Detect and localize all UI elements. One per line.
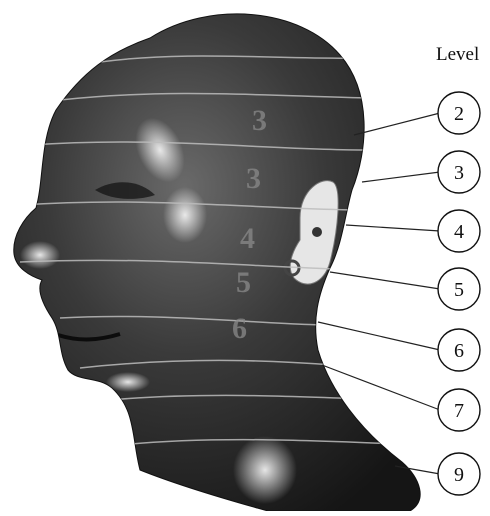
- head-level-number: 3: [246, 162, 261, 195]
- level-circle-label: 7: [454, 400, 464, 422]
- level-circle-label: 9: [454, 464, 464, 486]
- ear-canal: [312, 227, 322, 237]
- head-level-number: 5: [236, 266, 251, 299]
- level-legend: 2 3 4 5 6 7 9: [438, 92, 480, 495]
- level-circle-label: 4: [454, 221, 464, 243]
- cheek-highlight: [163, 187, 207, 243]
- level-circle-label: 5: [454, 279, 464, 301]
- head-level-number: 6: [232, 312, 247, 345]
- legend-title: Level: [436, 44, 479, 66]
- level-circle-label: 2: [454, 103, 464, 125]
- head-silhouette: [14, 14, 420, 511]
- nose-highlight: [20, 241, 60, 269]
- level-circle-label: 3: [454, 162, 464, 184]
- head-level-number: 4: [240, 222, 255, 255]
- neck-highlight: [233, 436, 297, 504]
- level-circle-label: 6: [454, 340, 464, 362]
- head-level-number: 3: [252, 104, 267, 137]
